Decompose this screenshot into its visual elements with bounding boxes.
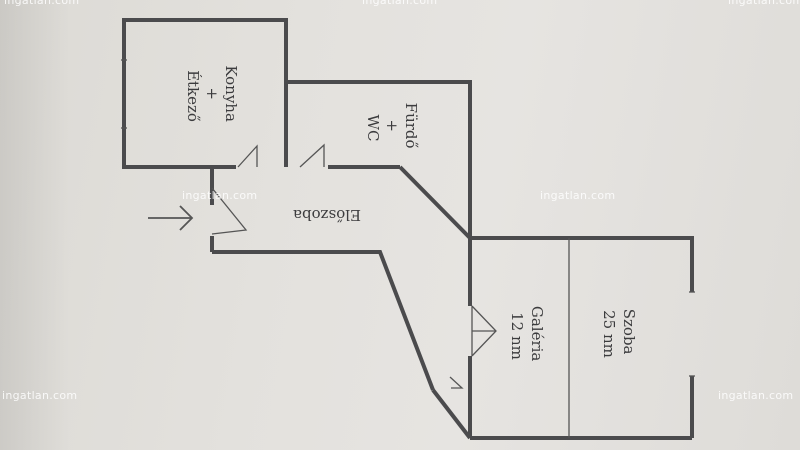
watermark-top-left: ingatlan.com: [4, 0, 80, 7]
paper-shadow: [0, 0, 70, 450]
rooms-walls: [468, 236, 695, 440]
door-small: [449, 376, 464, 389]
watermark-bottom-right: ingatlan.com: [718, 389, 794, 402]
door-bathroom: [299, 143, 325, 168]
watermark-top-center: ingatlan.com: [362, 0, 438, 7]
hall-walls: [210, 169, 472, 440]
kitchen-walls: [121, 18, 288, 169]
hall-label: Előszoba: [293, 206, 361, 224]
door-gallery: [471, 305, 497, 357]
door-kitchen: [237, 144, 258, 168]
szoba-label: Szoba 25 nm: [600, 309, 638, 360]
watermark-mid-left: ingatlan.com: [182, 189, 258, 202]
door-entrance: [211, 187, 248, 235]
gallery-label: Galéria 12 nm: [508, 306, 546, 366]
kitchen-label: Konyha + Étkező: [184, 65, 240, 126]
bathroom-label: Fürdő + WC: [364, 103, 420, 154]
watermark-mid-right: ingatlan.com: [540, 189, 616, 202]
watermark-top-right: ingatlan.com: [728, 0, 800, 7]
watermark-bottom-left: ingatlan.com: [2, 389, 78, 402]
bathroom-walls: [286, 80, 472, 240]
entrance-arrow-icon: [148, 205, 194, 231]
